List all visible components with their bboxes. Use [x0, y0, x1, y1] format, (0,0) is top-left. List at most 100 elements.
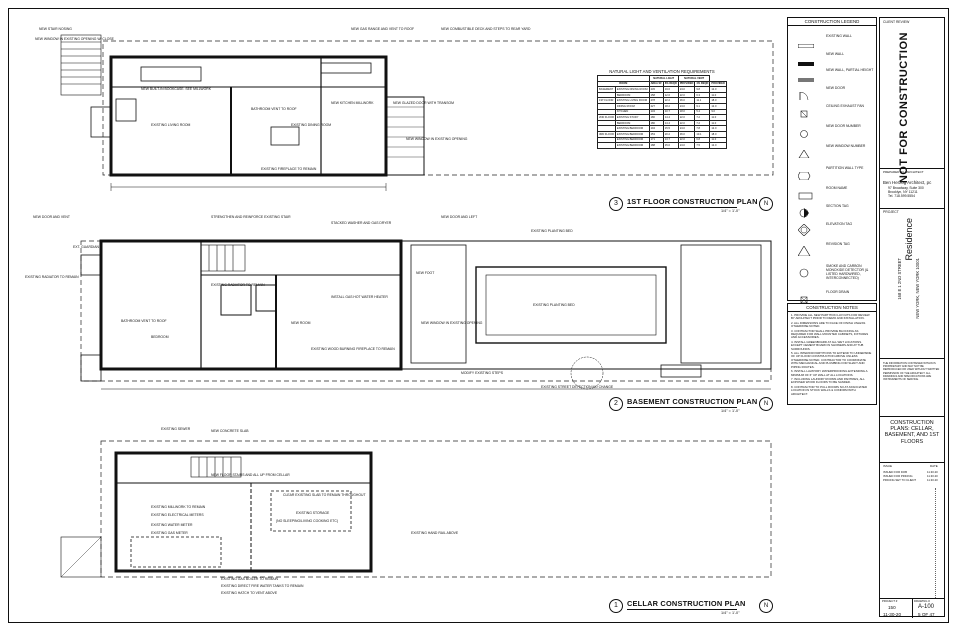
- legend-item-label: REVISION TAG: [826, 242, 850, 246]
- legend-item: ROOM NAME: [792, 184, 884, 200]
- door-number-icon: [798, 125, 814, 143]
- table-cell: 6.3: [694, 91, 711, 99]
- legend-item-label: ELEVATION TAG: [826, 222, 853, 226]
- table-cell: [597, 142, 616, 149]
- table-cell: 12.0: [709, 86, 727, 93]
- plan-number-bubble: 2: [609, 397, 623, 411]
- annotation: (NO SLEEPING/LIVING COOKING ETC): [276, 519, 338, 523]
- table-cell: 11.0: [709, 114, 727, 121]
- legend-item-label: NEW WALL, PARTIAL HEIGHT: [826, 68, 874, 72]
- table-cell: 278: [648, 97, 664, 104]
- annotation: EXISTING PLANTING BED: [533, 303, 575, 307]
- legend-item-label: NEW DOOR NUMBER: [826, 124, 861, 128]
- annotation: NEW FOOT: [416, 271, 435, 275]
- legend-title: CONSTRUCTION LEGEND: [788, 18, 876, 26]
- table-group-header: NATURAL LIGHT: [648, 75, 679, 82]
- plan-scale: 1/4" = 1'-0": [721, 409, 740, 413]
- legend-item: FLOOR DRAIN: [792, 288, 884, 304]
- legend-item: NEW WALL: [792, 50, 884, 66]
- room-label: BEDROOM: [151, 335, 169, 339]
- legend-item: ELEVATION TAG: [792, 220, 884, 237]
- legend-item: SMOKE AND CARBON MONOXIDE DETECTOR (& LI…: [792, 262, 884, 280]
- drawing-sheet: NEW STAIR NOSING NEW WINDOW IN EXISTING …: [8, 8, 949, 623]
- table-cell: 18.0: [709, 97, 727, 104]
- plan-title: CELLAR CONSTRUCTION PLAN: [627, 599, 746, 608]
- annotation: EXISTING WOOD BURNING FIREPLACE TO REMAI…: [311, 347, 395, 351]
- table-cell: 9.1: [694, 103, 711, 110]
- ventilation-table-title: NATURAL LIGHT AND VENTILATION REQUIREMEN…: [609, 69, 715, 74]
- partition-type-icon: [797, 167, 814, 185]
- table-cell: 7.2: [694, 119, 711, 127]
- sheet-title: CONSTRUCTION PLANS: CELLAR, BASEMENT, AN…: [884, 420, 940, 445]
- plan-title-block-1: 1 CELLAR CONSTRUCTION PLAN 1/4" = 1'-0" …: [609, 597, 779, 619]
- table-cell: 14.4: [662, 114, 679, 121]
- annotation: EXISTING GAS METER: [151, 531, 188, 535]
- table-header-cell: PROVIDED: [709, 80, 727, 88]
- table-cell: 158: [648, 91, 664, 99]
- annotation: NEW DOOR AND LEFT: [441, 215, 478, 219]
- exhaust-fan-icon: [798, 105, 814, 123]
- table-cell: 7.2: [694, 114, 711, 121]
- issue-description: ISSUED FOR PRICING: [883, 474, 913, 478]
- annotation: STACKED WASHER AND GAS DRYER: [331, 221, 392, 225]
- table-cell: 24.0: [677, 142, 696, 149]
- table-cell: 15.0: [662, 142, 679, 149]
- plan-title-block-3: 3 1ST FLOOR CONSTRUCTION PLAN 1/4" = 1'-…: [609, 195, 779, 217]
- table-cell: 9.0: [709, 108, 727, 116]
- table-cell: 10.7: [662, 108, 679, 116]
- table-cell: EXISTING BEDROOM: [614, 142, 650, 149]
- firm-name: Ben Herzog Architect, pc: [883, 180, 932, 185]
- issue-header: ISSUE: [883, 464, 893, 468]
- annotation: NEW STAIR NOSING: [39, 27, 72, 31]
- table-cell: 12.6: [662, 91, 679, 99]
- annotation: EXISTING MILLWORK TO REMAIN: [151, 505, 206, 509]
- title-block: CLIENT REVIEW NOT FOR CONSTRUCTION PREPA…: [879, 17, 945, 618]
- issue-date: 11.30.20: [927, 470, 938, 474]
- annotation: EXISTING SEWER: [161, 427, 191, 431]
- partial-height-wall-icon: [798, 69, 814, 87]
- room-label: EXISTING DINING ROOM: [291, 123, 332, 127]
- legend-item-label: SECTION TAG: [826, 204, 849, 208]
- annotation: NEW KITCHEN MILLWORK: [331, 101, 374, 105]
- firm-address-1: 97 Broadway, Suite 300: [888, 186, 924, 190]
- room-name-icon: [798, 187, 814, 205]
- table-header-cell: 8% REQD: [662, 80, 679, 88]
- table-cell: 180: [648, 119, 664, 127]
- project-address-2: NEW YORK, NEW YORK 10001: [915, 258, 920, 319]
- north-arrow-icon: N: [759, 197, 773, 211]
- table-cell: 18.2: [662, 103, 679, 110]
- annotation: NEW DOOR AND VENT: [33, 215, 70, 219]
- drawing-number-label: DRAWING #: [914, 599, 930, 603]
- window-number-icon: [798, 145, 814, 163]
- plan-scale: 1/4" = 1'-0": [721, 611, 740, 615]
- note-item: 2. ALL DIMENSIONS ARE TO FACE OF FINISH …: [791, 320, 866, 329]
- drawing-number: A-100: [918, 604, 935, 610]
- legend-item: NEW DOOR: [792, 84, 884, 101]
- table-cell: 11.0: [709, 91, 727, 99]
- table-cell: 7.5: [694, 142, 711, 149]
- issue-description: PRICING SET TO CLIENT: [883, 478, 917, 482]
- new-door-icon: [798, 87, 814, 105]
- annotation: STRENGTHEN AND REINFORCE EXISTING STAIR: [211, 215, 291, 219]
- annotation: MODIFY EXISTING STEPS: [461, 371, 503, 375]
- legend-item-label: SMOKE AND CARBON MONOXIDE DETECTOR (& LI…: [826, 264, 869, 280]
- plan-title: BASEMENT CONSTRUCTION PLAN: [627, 397, 758, 406]
- ventilation-table-block: NATURAL LIGHT AND VENTILATION REQUIREMEN…: [597, 69, 727, 149]
- legend-item: NEW WALL, PARTIAL HEIGHT: [792, 66, 884, 82]
- annotation: EXISTING ELECTRICAL METERS: [151, 513, 204, 517]
- annotation: NEW BUILT-IN BOOKCASE. SEE MILLWORK: [141, 87, 211, 91]
- table-cell: 2ND FLOOR: [597, 114, 616, 121]
- legend-item-label: PARTITION WALL TYPE: [826, 166, 864, 170]
- annotation: NEW WINDOW IN EXISTING OPENING W/ CLOSE: [35, 37, 114, 41]
- note-item: 8. CONTRACTOR TO PULL ROOMS SO AT ASSOCI…: [791, 384, 868, 396]
- table-group-header: NATURAL VENT: [677, 75, 711, 82]
